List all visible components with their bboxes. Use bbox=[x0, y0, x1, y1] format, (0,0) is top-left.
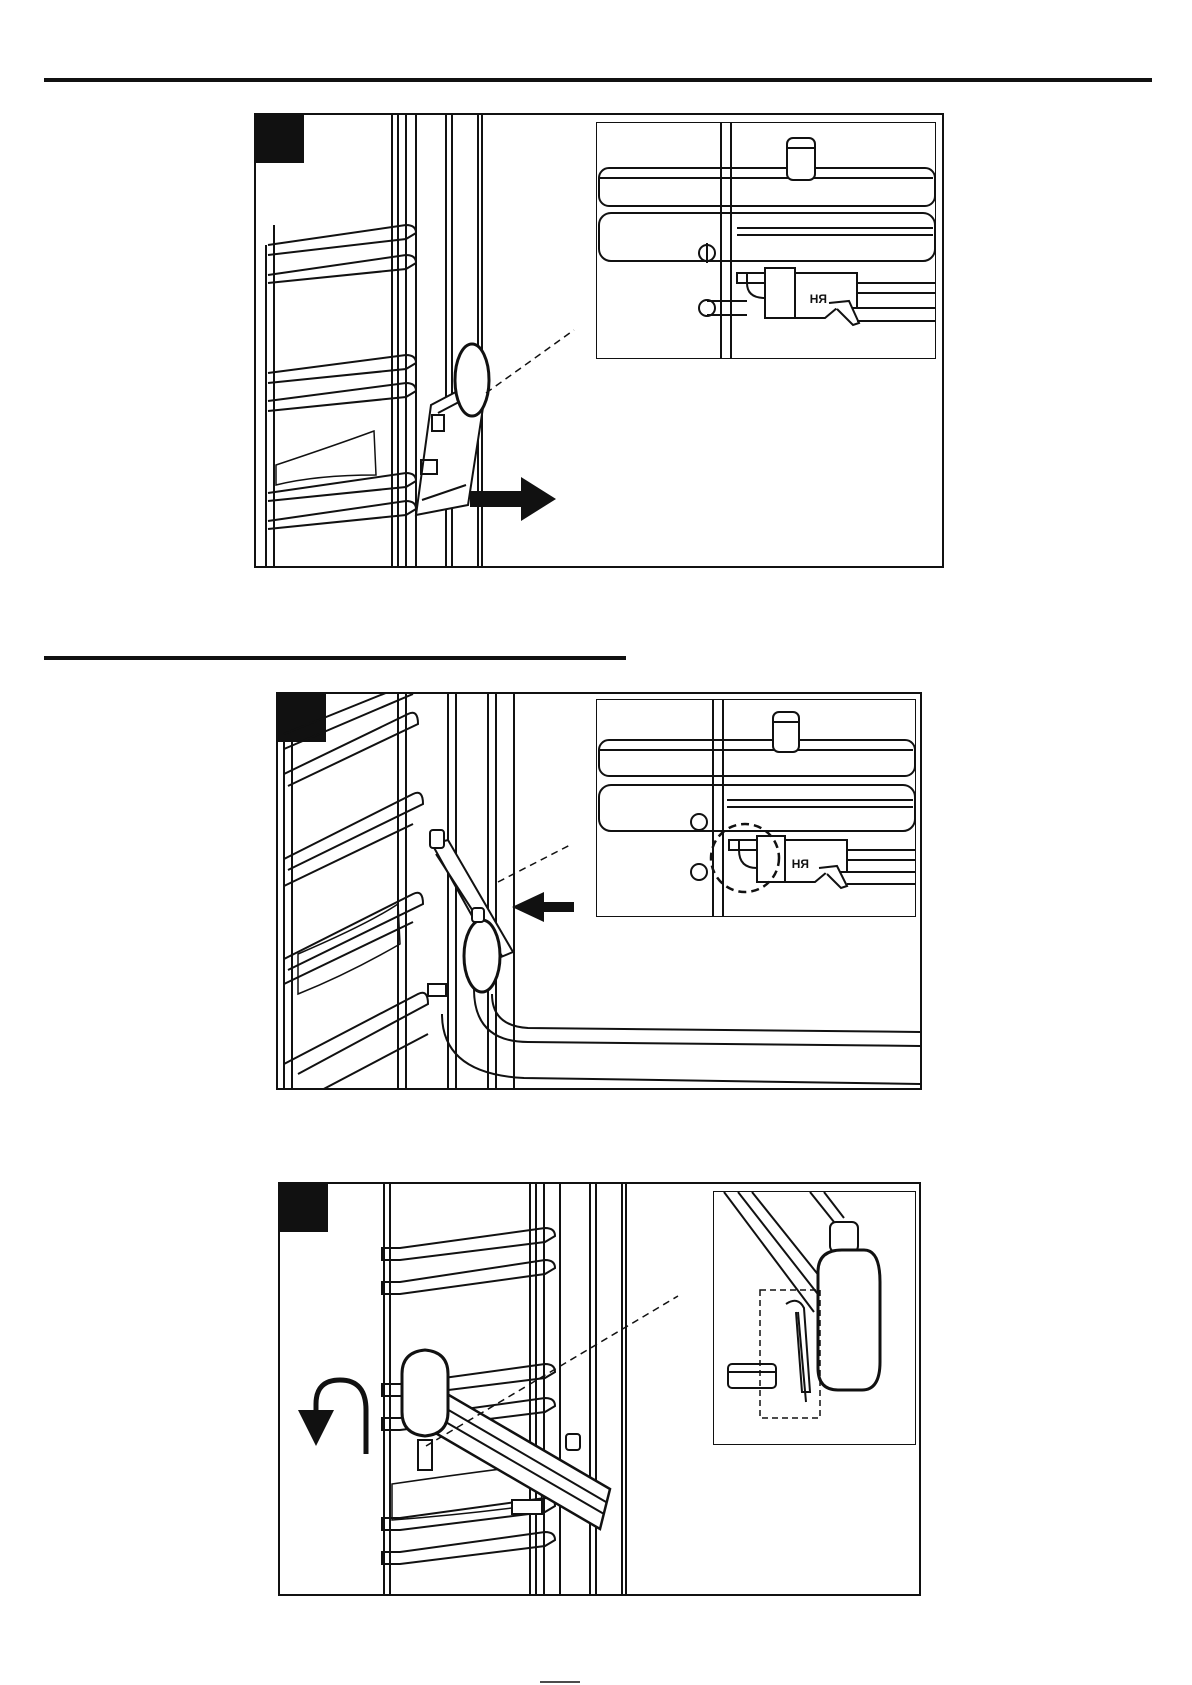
figure-3 bbox=[278, 1182, 921, 1596]
figure-1-detail-inset: RH bbox=[596, 122, 936, 359]
figure-2-inset-drawing: RH bbox=[597, 700, 916, 917]
figure-1-inset-label: RH bbox=[810, 292, 827, 306]
figure-2-detail-inset: RH bbox=[596, 699, 916, 917]
top-section-rule bbox=[44, 78, 1152, 82]
figure-2-inset-label: RH bbox=[792, 857, 809, 871]
figure-1-inset-drawing: RH bbox=[597, 123, 936, 359]
figure-3-detail-inset bbox=[713, 1191, 916, 1445]
figure-1: RH bbox=[254, 113, 944, 568]
figure-2: RH bbox=[276, 692, 922, 1090]
figure-3-inset-drawing bbox=[714, 1192, 916, 1445]
mid-section-rule bbox=[44, 656, 626, 660]
cropped-footer-text-strip bbox=[0, 1674, 1192, 1685]
